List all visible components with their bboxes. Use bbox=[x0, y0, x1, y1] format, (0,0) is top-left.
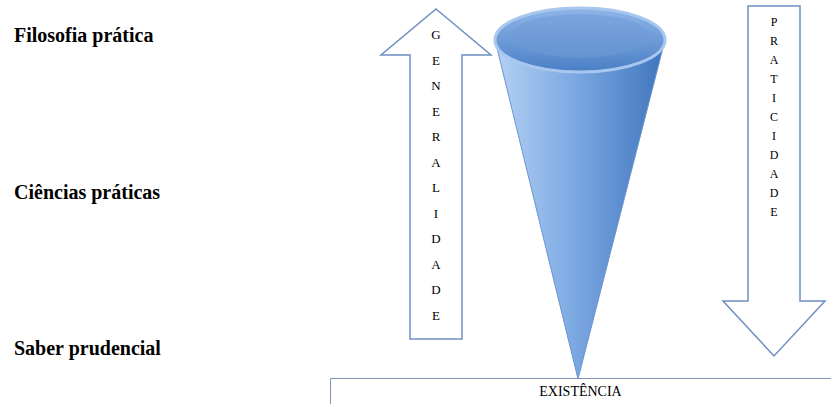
base-box: EXISTÊNCIA bbox=[330, 378, 831, 404]
arrow-label: PRATICIDADE bbox=[769, 13, 779, 222]
arrow-label: GENERALIDADE bbox=[431, 22, 441, 328]
box-label: EXISTÊNCIA bbox=[330, 383, 831, 400]
down-arrow: PRATICIDADE bbox=[722, 5, 826, 357]
cone-body bbox=[495, 8, 665, 379]
box-outline bbox=[331, 379, 831, 404]
level-label: Saber prudencial bbox=[14, 337, 161, 360]
cone-top bbox=[495, 8, 665, 72]
level-label: Filosofia prática bbox=[14, 24, 153, 47]
up-arrow: GENERALIDADE bbox=[380, 8, 492, 340]
arrow-outline bbox=[381, 9, 491, 339]
level-label: Ciências práticas bbox=[14, 181, 160, 204]
arrow-outline bbox=[723, 6, 825, 356]
cone-top-shade bbox=[510, 14, 650, 58]
